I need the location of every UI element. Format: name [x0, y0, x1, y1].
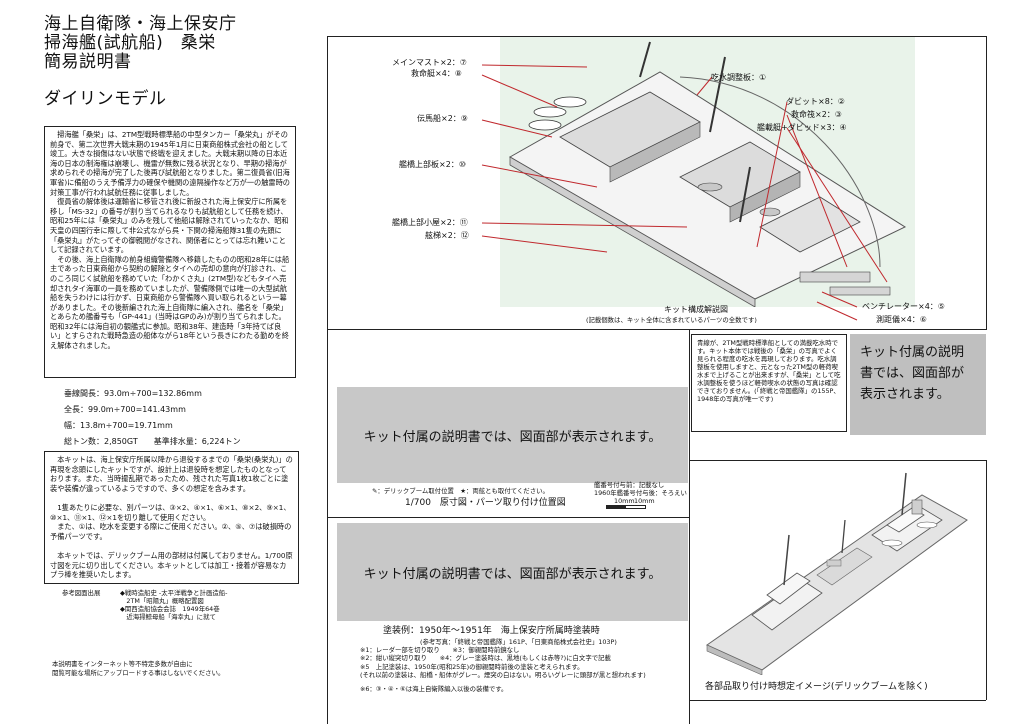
spec-line-3: 幅：13.8m÷700=19.71mm	[64, 421, 173, 430]
frame-lower-border	[327, 517, 689, 518]
part-label-boat-davit: 艦載艇+ダビッド×3：④	[757, 123, 847, 132]
part-label-ventilator: ベンチレーター×4：⑤	[862, 302, 945, 311]
frame-divider-left	[327, 36, 328, 724]
part-label-tender: 伝馬船×2：⑨	[417, 114, 468, 123]
frame-photo-right	[986, 460, 987, 700]
drawing-placeholder-right: キット付属の説明書では、図面部が表示されます。	[850, 334, 986, 435]
spec-line-1: 垂線間長：93.0m÷700=132.86mm	[64, 389, 202, 398]
drawing-placeholder-upper: キット付属の説明書では、図面部が表示されます。	[337, 387, 688, 483]
ship-render-caption: 各部品取り付け時想定イメージ(デリックブームを除く)	[705, 682, 928, 692]
paint-note-6: ※6：③・④・⑥は海上自衛隊編入以後の装備です。	[360, 685, 508, 693]
part-label-lifeboat: 救命艇×4：⑧	[411, 69, 462, 78]
kit-diagram-illustration	[508, 41, 907, 308]
reference-item: 近海掃鯨母船「海幸丸」に就て	[120, 613, 216, 621]
placeholder-text: キット付属の説明書では、図面部が表示されます。	[363, 429, 662, 445]
frame-divider-right	[986, 36, 987, 330]
paint-reference: (参考写真：「終戦と帝国艦隊」161P、「日東商船株式会社史」103P)	[420, 638, 617, 646]
paint-note-2: ※2：紺い縦突切り取り ※4：グレー塗装時は、黒地(もしくは赤等?)に白文字で記…	[360, 654, 611, 662]
scale-label-10mm-b: 10mm	[634, 497, 655, 505]
part-label-draft-plate: 吃水調整板：①	[711, 73, 767, 82]
spec-line-2: 全長：99.0m÷700=141.43mm	[64, 405, 186, 414]
kit-diagram-subcaption: (記載個数は、キット全体に含まれているパーツの全数です)	[586, 316, 757, 324]
reference-item: ◆関西造船協会会誌 1949年64巻	[120, 605, 220, 613]
paint-title: 塗装例：1950年～1951年 海上保安庁所属時塗装時	[383, 626, 600, 636]
kit-diagram-leader-lines	[481, 64, 888, 321]
placeholder-text: キット付属の説明書では、図面部が表示されます。	[363, 566, 662, 582]
title-line-1: 海上自衛隊・海上保安庁	[44, 14, 237, 34]
footer-note-line-1: 本説明書をインターネット等不特定多数が自由に	[52, 660, 193, 668]
part-label-main-mast: メインマスト×2：⑦	[392, 58, 467, 67]
frame-photo-border	[689, 460, 986, 461]
photo-note-box: 青線が、2TM型戦時標準船としての満載吃水時です。キット本体では戦後の「桑栄」の…	[691, 334, 847, 432]
footer-note-line-2: 閲覧可能な場所にアップロードする事はしないでください。	[52, 669, 225, 677]
title-line-3: 簡易説明書	[44, 52, 132, 72]
derrick-mark-icon: ✎	[372, 487, 378, 495]
reference-item: ◆戦時造船史 -太平洋戦争と計画造船-	[120, 589, 228, 597]
frame-mid-border	[327, 329, 986, 330]
scale-label-10mm: 10mm	[614, 497, 635, 505]
scale-drawing-caption: 1/700 原寸図・パーツ取り付け位置図	[405, 498, 566, 508]
spec-line-4: 総トン数：2,850GT 基準排水量：6,224トン	[64, 437, 241, 446]
scale-legend-text: ：デリックブーム取付位置 ★：両舷とも取付てください。	[377, 487, 549, 495]
kit-diagram-caption: キット構成解説図	[664, 305, 728, 314]
part-label-liferaft: 救命筏×2：③	[791, 110, 842, 119]
placeholder-text: キット付属の説明書では、図面部が表示されます。	[860, 345, 965, 402]
kit-diagram-area	[500, 37, 915, 308]
frame-divider-center	[689, 330, 690, 724]
drawing-placeholder-lower: キット付属の説明書では、図面部が表示されます。	[337, 523, 688, 621]
scale-drawing-legend: ✎：デリックブーム取付位置 ★：両舷とも取付てください。	[372, 487, 549, 495]
scale-bar-fill	[607, 506, 626, 508]
scale-bar	[606, 505, 646, 509]
ship-render-image	[692, 465, 982, 676]
reference-item: 2TM「昭陽丸」概略配置図	[120, 597, 204, 605]
paint-note-1: ※1：レーダー部を切り取り ※3：御親閲時前鏡なし	[360, 646, 520, 654]
title-line-2: 掃海艦(試航船) 桑栄	[44, 33, 216, 53]
frame-top-border	[327, 36, 986, 37]
part-label-bridge-upper-hut: 艦橋上部小屋×2：⑪	[392, 218, 468, 227]
part-label-gangway: 舷梯×2：⑫	[425, 231, 469, 240]
paint-note-5: ※5 上記塗装は、1950年(昭和25年)の御親閲時前後の塗装と考えられます。	[360, 663, 584, 671]
ship-render-illustration	[705, 472, 968, 676]
frame-photo-bottom	[689, 700, 986, 701]
history-text-box: 掃海艦「桑栄」は、2TM型戦時標準船の中型タンカー「桑栄丸」がその前身で、第二次…	[44, 126, 296, 378]
references-heading: 参考図面出展	[62, 589, 101, 597]
subtitle: ダイリンモデル	[44, 89, 167, 109]
paint-note-5b: (それ以前の塗装は、船橋・船体がグレー。煙突の白はない。明るいグレーに頭部が黒と…	[360, 671, 646, 679]
part-label-bridge-upper-plate: 艦橋上部板×2：⑩	[399, 160, 466, 169]
hull-number-note-1: 艦番号付与前：記載なし	[594, 481, 665, 489]
part-label-davit: ダビット×8：②	[786, 97, 845, 106]
kit-note-box: 本キットは、海上保安庁所属以降から退役するまでの「桑栄(桑栄丸)」の再現を念頭に…	[44, 451, 299, 584]
hull-number-note-2: 1960年艦番号付与後：そろえい	[594, 489, 687, 497]
part-label-rangefinder: 測距儀×4：⑥	[876, 315, 927, 324]
